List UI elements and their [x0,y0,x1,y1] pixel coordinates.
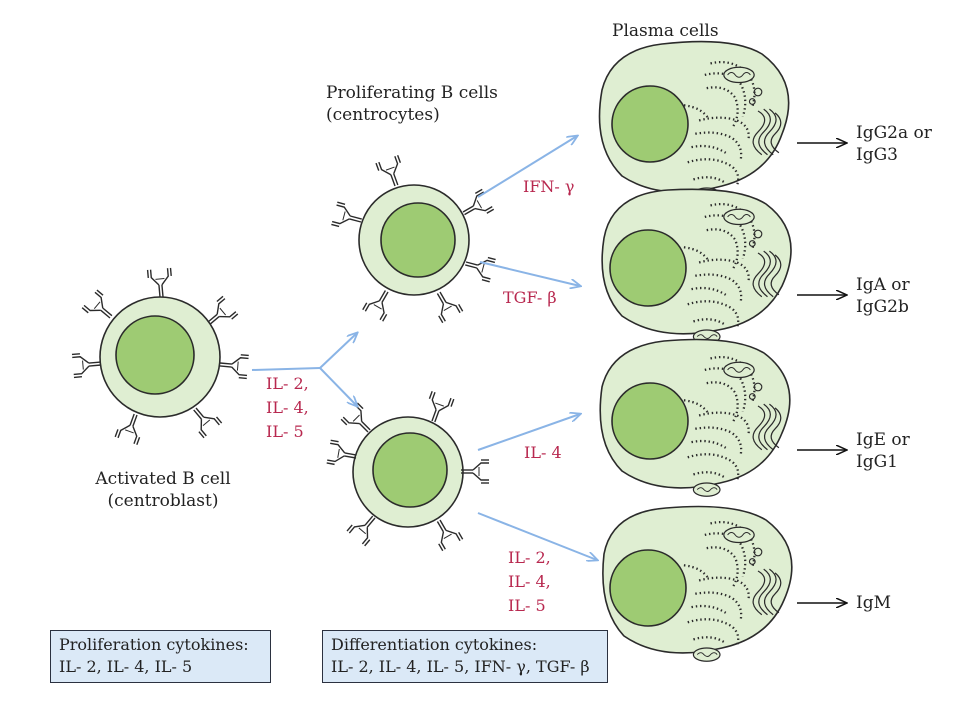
output-4-line1: IgM [856,593,892,613]
output-3-line2: IgG1 [856,452,898,472]
cytokine-il4: IL- 4, [266,398,309,417]
differentiation-box-title: Differentiation cytokines: [331,635,538,654]
cytokine-il4-branch: IL- 4 [524,443,562,462]
output-label-3: IgE or IgG1 [856,429,910,473]
cytokine-tgf-beta: TGF- β [503,288,557,307]
proliferation-cytokines-box: Proliferation cytokines: IL- 2, IL- 4, I… [50,630,271,683]
output-2-line2: IgG2b [856,297,909,317]
proliferating-label-line1: Proliferating B cells [326,83,498,103]
arrow-to-plasma-1 [477,136,577,198]
plasma-cell-2 [601,188,792,345]
diff-cytokine-il5: IL- 5 [508,596,546,615]
output-3-line1: IgE or [856,430,910,450]
arrow-to-plasma-2 [479,261,580,286]
diff-cytokine-il4: IL- 4, [508,572,551,591]
output-1-line2: IgG3 [856,145,898,165]
output-2-line1: IgA or [856,275,910,295]
proliferating-label-line2: (centrocytes) [326,105,440,125]
proliferating-label: Proliferating B cells (centrocytes) [326,82,498,126]
activated-label-line2: (centroblast) [107,491,219,511]
diff-cytokine-il2: IL- 2, [508,548,551,567]
plasma-cells-label: Plasma cells [612,21,719,41]
output-1-line1: IgG2a or [856,123,932,143]
proliferation-box-title: Proliferation cytokines: [59,635,249,654]
arrow-activated-stem [251,367,321,371]
proliferating-b-cell-lower [325,390,490,552]
activated-label-line1: Activated B cell [95,469,231,489]
proliferating-b-cell-upper [330,154,497,324]
plasma-cell-3 [599,338,791,498]
output-label-4: IgM [856,592,891,614]
proliferation-cytokine-stack: IL- 2, IL- 4, IL- 5 [266,372,309,444]
plasma-cell-1 [598,40,790,203]
activated-b-cell [71,267,250,446]
arrow-to-plasma-3 [477,414,580,451]
activated-label: Activated B cell (centroblast) [78,468,248,512]
pathway-arrows [251,136,597,560]
cytokine-il5: IL- 5 [266,422,304,441]
cytokine-ifn-gamma: IFN- γ [523,177,575,196]
output-label-1: IgG2a or IgG3 [856,122,932,166]
arrow-to-upper-cell [319,333,357,369]
arrow-to-plasma-4 [477,512,597,560]
plasma-cell-4 [602,505,793,663]
differentiation-box-body: IL- 2, IL- 4, IL- 5, IFN- γ, TGF- β [331,657,590,676]
cytokine-il2: IL- 2, [266,374,309,393]
arrow-to-lower-cell [319,367,357,406]
output-arrows [797,143,846,603]
differentiation-cytokine-stack: IL- 2, IL- 4, IL- 5 [508,546,551,618]
proliferation-box-body: IL- 2, IL- 4, IL- 5 [59,657,193,676]
output-label-2: IgA or IgG2b [856,274,910,318]
differentiation-cytokines-box: Differentiation cytokines: IL- 2, IL- 4,… [322,630,608,683]
